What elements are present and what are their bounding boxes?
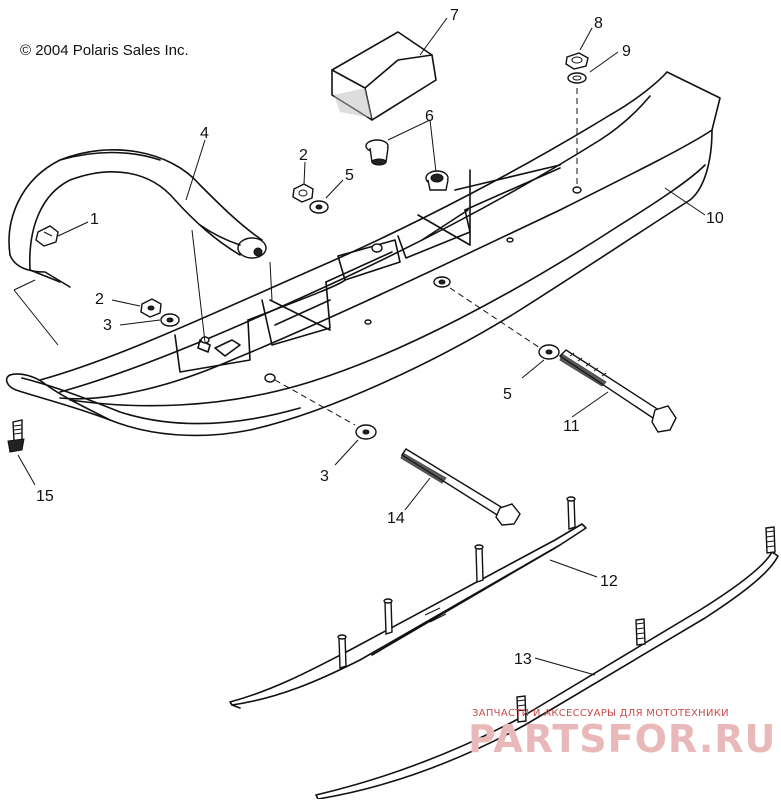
guide-line-handle-2 xyxy=(269,261,273,301)
part-8-nut xyxy=(565,52,589,70)
part-9-washer xyxy=(567,72,587,84)
callout-5-upper: 5 xyxy=(345,167,354,184)
callout-14: 14 xyxy=(387,510,405,527)
part-5-washer-upper xyxy=(309,200,329,214)
part-14-bolt xyxy=(400,448,521,526)
callout-2-upper: 2 xyxy=(299,147,308,164)
part-5-washer-rear xyxy=(538,344,560,360)
watermark-brand: PARTSFOR.RU xyxy=(468,717,776,761)
callout-6: 6 xyxy=(425,108,434,125)
callout-7: 7 xyxy=(450,7,459,24)
part-10-ski-body xyxy=(5,71,721,437)
callout-15: 15 xyxy=(36,488,54,505)
copyright-text: © 2004 Polaris Sales Inc. xyxy=(20,42,189,59)
callout-10: 10 xyxy=(706,210,724,227)
part-2-nut-upper xyxy=(292,183,314,203)
callout-8: 8 xyxy=(594,15,603,32)
callout-3-front: 3 xyxy=(103,317,112,334)
guide-line-handle-4 xyxy=(13,279,36,291)
callout-2-front: 2 xyxy=(95,291,104,308)
part-15-screw xyxy=(7,419,25,453)
callout-5-rear: 5 xyxy=(503,386,512,403)
part-11-bolt xyxy=(558,349,677,433)
callout-labels: 7 8 9 6 2 5 4 1 2 3 10 5 11 3 14 12 13 1… xyxy=(36,7,724,668)
part-13-carbide-runner xyxy=(315,526,779,800)
guide-line-14 xyxy=(274,379,356,426)
part-6-bushing-upper xyxy=(365,139,389,166)
part-12-wear-bar xyxy=(229,496,587,709)
part-3-washer-rear xyxy=(355,424,377,440)
callout-13: 13 xyxy=(514,651,532,668)
leader-lines xyxy=(17,17,706,676)
watermark: ЗАПЧАСТИ И АКСЕССУАРЫ ДЛЯ МОТОТЕХНИКИ PA… xyxy=(468,708,776,761)
guide-line-11 xyxy=(449,287,541,349)
callout-11: 11 xyxy=(563,418,580,435)
callout-3-rear: 3 xyxy=(320,468,329,485)
callout-9: 9 xyxy=(622,43,631,60)
guide-line-handle xyxy=(191,229,206,343)
part-1-clip xyxy=(35,225,59,247)
guide-line-handle-3 xyxy=(13,289,59,346)
part-6-bushing-lower xyxy=(425,170,449,191)
part-3-washer-front xyxy=(160,313,180,327)
callout-4: 4 xyxy=(200,125,209,142)
part-4-ski-handle xyxy=(8,149,267,288)
callout-12: 12 xyxy=(600,573,618,590)
watermark-tagline: ЗАПЧАСТИ И АКСЕССУАРЫ ДЛЯ МОТОТЕХНИКИ xyxy=(472,708,729,719)
callout-1: 1 xyxy=(90,211,99,228)
part-7-bumper-pad xyxy=(331,31,437,121)
part-2-nut-front xyxy=(140,298,162,318)
